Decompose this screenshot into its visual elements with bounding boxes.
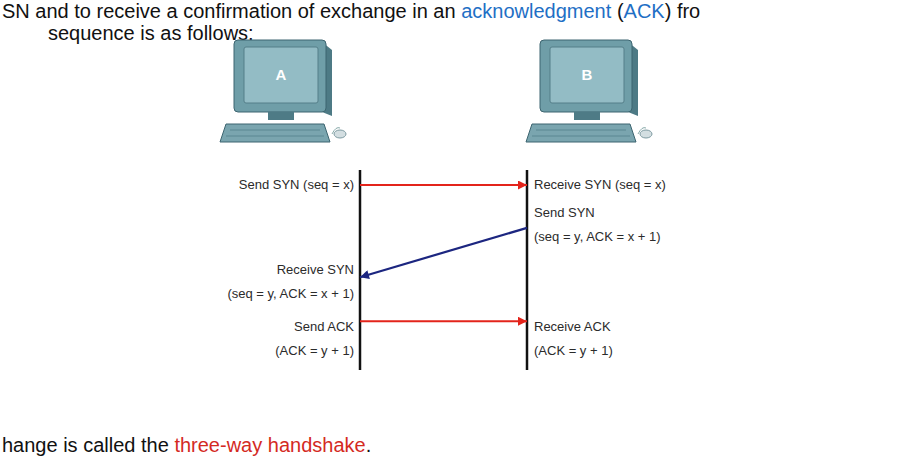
computer-icon-drawing — [212, 38, 348, 146]
message-arrow — [360, 320, 527, 322]
event-box: Receive SYN(seq = y, ACK = x + 1) — [225, 258, 360, 306]
event-text: Send SYN — [534, 201, 661, 225]
keyboard — [220, 124, 330, 142]
document-text: ) fro — [665, 0, 701, 22]
screen-area: B — [550, 47, 624, 103]
event-box: Send SYN (seq = x) — [237, 173, 360, 197]
document-text: sequence is as follows: — [48, 22, 254, 44]
computer-icon-drawing — [518, 38, 654, 146]
computer-node: B — [518, 38, 654, 146]
highlighted-term: three-way handshake — [174, 434, 365, 456]
document-text-line: sequence is as follows: — [48, 22, 254, 44]
document-text: hange is called the — [2, 434, 169, 456]
monitor-screen — [244, 47, 318, 103]
monitor-stand — [268, 112, 294, 120]
mouse — [640, 130, 652, 138]
message-arrow — [360, 184, 527, 186]
keyboard-keys — [532, 136, 630, 137]
keyboard-keys — [226, 136, 324, 137]
event-text: (ACK = y + 1) — [275, 339, 354, 363]
host-label: A — [276, 66, 287, 84]
event-box: Receive ACK(ACK = y + 1) — [527, 315, 615, 363]
event-text: (seq = y, ACK = x + 1) — [534, 225, 661, 249]
keyboard-keys — [230, 130, 320, 131]
event-text: Send SYN (seq = x) — [239, 173, 354, 197]
screen-area: A — [244, 47, 318, 103]
document-text: ( — [617, 0, 624, 22]
event-text: Send ACK — [275, 315, 354, 339]
monitor-frame — [540, 40, 632, 112]
keyboard-keys — [536, 130, 626, 131]
host-label: B — [582, 66, 593, 84]
event-box: Send SYN(seq = y, ACK = x + 1) — [527, 201, 663, 249]
document-text-line: hange is called thethree-way handshake. — [2, 434, 371, 456]
event-text: Receive SYN — [227, 258, 354, 282]
message-arrow — [360, 228, 527, 277]
host-b-timeline — [526, 170, 529, 370]
highlighted-term: ACK — [624, 0, 665, 22]
monitor-screen — [550, 47, 624, 103]
monitor-stand — [574, 112, 600, 120]
host-a-timeline — [359, 170, 362, 370]
document-text: . — [366, 434, 372, 456]
highlighted-term: acknowledgment — [461, 0, 611, 22]
document-text-line: SN and to receive a confirmation of exch… — [2, 0, 700, 22]
keyboard — [526, 124, 636, 142]
event-text: Receive ACK — [534, 315, 613, 339]
event-box: Receive SYN (seq = x) — [527, 173, 668, 197]
computer-node: A — [212, 38, 348, 146]
event-text: Receive SYN (seq = x) — [534, 173, 666, 197]
connector-group — [360, 185, 527, 321]
monitor-frame — [234, 40, 326, 112]
mouse — [334, 130, 346, 138]
event-text: (seq = y, ACK = x + 1) — [227, 282, 354, 306]
event-box: Send ACK(ACK = y + 1) — [273, 315, 360, 363]
document-text: SN and to receive a confirmation of exch… — [2, 0, 456, 22]
event-text: (ACK = y + 1) — [534, 339, 613, 363]
